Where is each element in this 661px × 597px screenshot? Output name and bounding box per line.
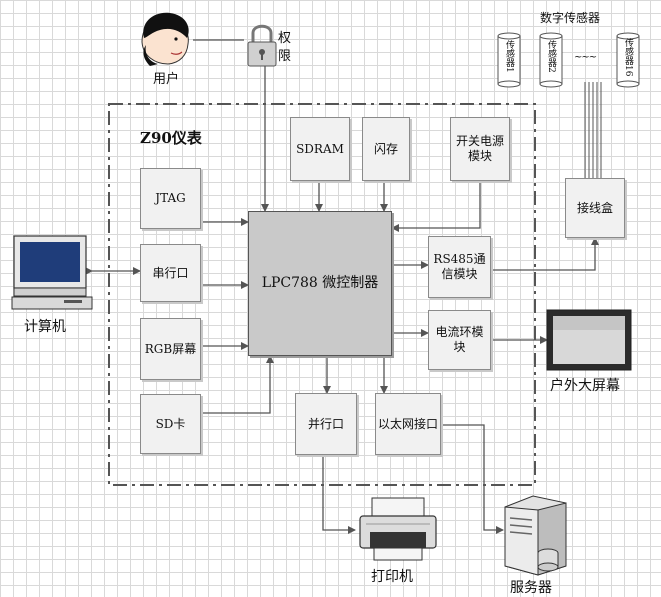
mcu-box: LPC788 微控制器 [248, 211, 392, 356]
sensor-1-icon [497, 32, 521, 88]
frame-title: Z90仪表 [140, 129, 202, 147]
ethernet-box: 以太网接口 [375, 393, 441, 455]
rs485-box: RS485通信模块 [428, 236, 491, 298]
user-label: 用户 [153, 72, 180, 87]
sensor-16-icon [616, 32, 640, 88]
flash-box: 闪存 [362, 117, 410, 181]
printer-icon [359, 497, 437, 561]
sensor-2-icon [539, 32, 563, 88]
computer-label: 计算机 [24, 319, 66, 335]
link-sd-mcu [194, 355, 274, 417]
sdram-box: SDRAM [290, 117, 350, 181]
lock-icon [247, 24, 277, 67]
sensor-group-title: 数字传感器 [540, 11, 601, 25]
power-module-box: 开关电源模块 [450, 117, 510, 181]
sensor-2-label: 传感器2 [546, 40, 556, 73]
sensor-ellipsis: ~~~ [574, 52, 597, 63]
jtag-box: JTAG [140, 168, 201, 229]
junction-box: 接线盒 [565, 178, 625, 238]
link-parallel-printer [319, 448, 356, 534]
server-icon [504, 495, 567, 576]
link-rs485-junction [484, 237, 599, 274]
sensor-bus [584, 82, 602, 178]
serial-port-box: 串行口 [140, 244, 201, 302]
outdoor-screen-label: 户外大屏幕 [550, 378, 620, 394]
sensor-16-label: 传感器16 [623, 38, 633, 77]
printer-label: 打印机 [371, 569, 413, 585]
sensor-1-label: 传感器1 [504, 40, 514, 73]
user-icon [141, 12, 189, 66]
permission-label: 权限 [278, 31, 292, 64]
rgb-screen-box: RGB屏幕 [140, 318, 201, 380]
sd-card-box: SD卡 [140, 394, 201, 454]
link-power-mcu [391, 180, 481, 232]
outdoor-screen-icon [546, 309, 632, 371]
link-ethernet-server [434, 421, 504, 534]
computer-icon [11, 235, 93, 310]
server-label: 服务器 [510, 580, 552, 596]
sensor-cylinders [497, 32, 640, 88]
parallel-port-box: 并行口 [295, 393, 357, 455]
current-loop-box: 电流环模块 [428, 310, 491, 370]
